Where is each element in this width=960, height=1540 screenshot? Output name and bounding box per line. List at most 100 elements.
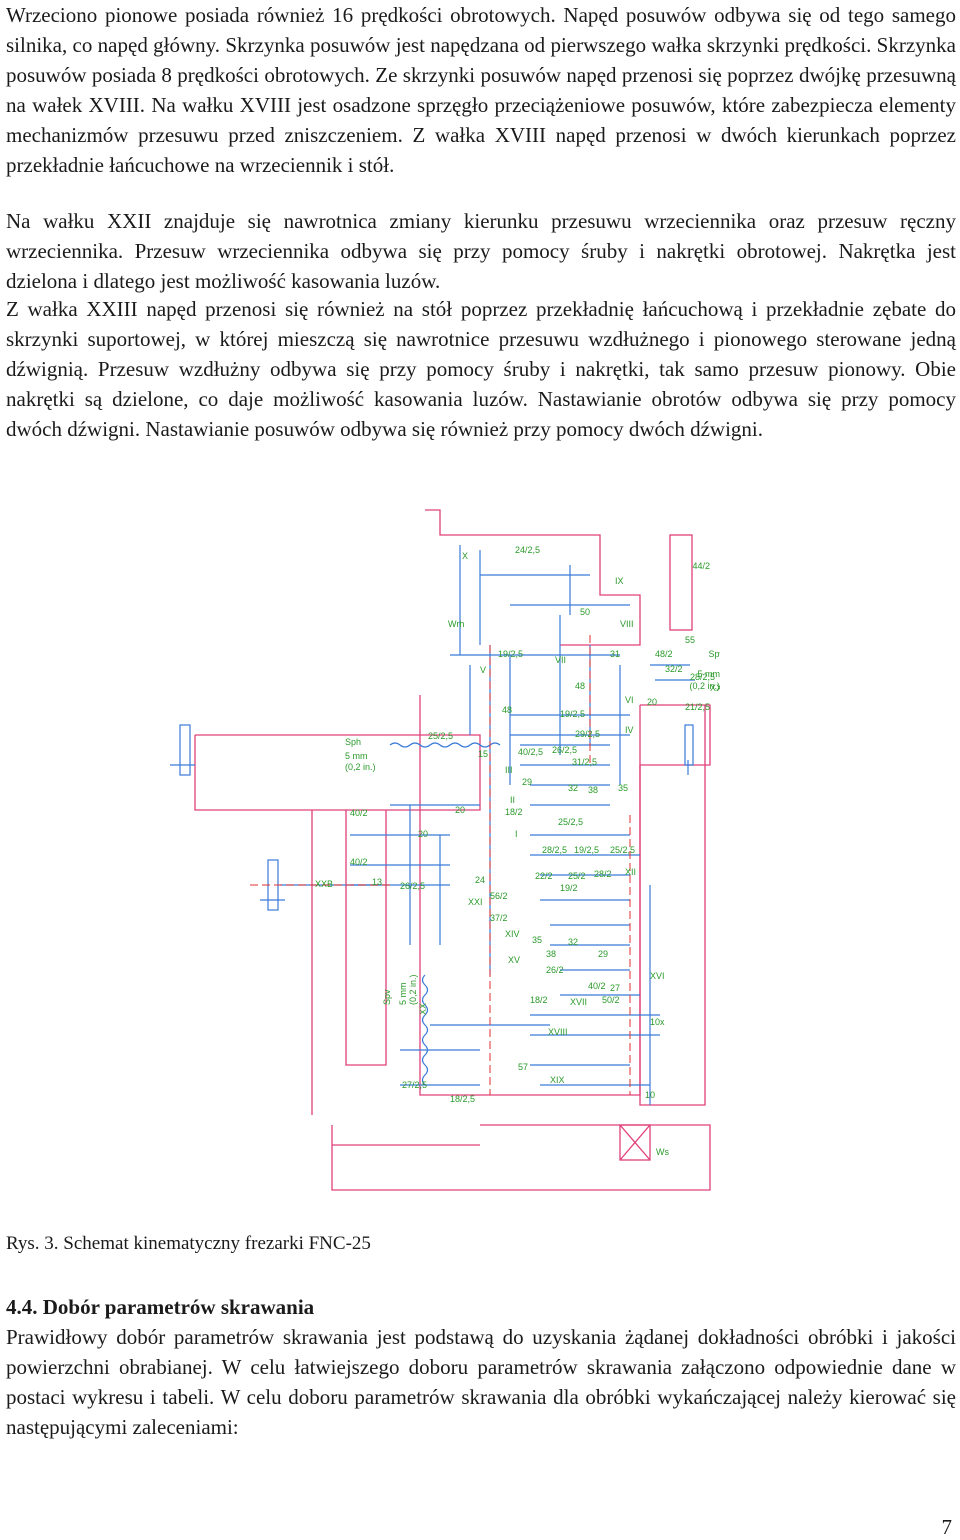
- label-20b: 20: [455, 805, 465, 815]
- label-25-2: 25/2: [568, 871, 586, 881]
- label-xix: XIX: [550, 1075, 565, 1085]
- label-xxii: XXII: [710, 683, 720, 693]
- label-31-25: 31/2,5: [572, 757, 597, 767]
- label-25-25c: 25/2,5: [610, 845, 635, 855]
- label-25-25b: 25/2,5: [558, 817, 583, 827]
- label-xvii: XVII: [570, 997, 587, 1007]
- hand-cranks: [170, 724, 694, 911]
- label-48a: 48: [575, 681, 585, 691]
- label-32: 32: [568, 783, 578, 793]
- label-ix: IX: [615, 576, 624, 586]
- label-57: 57: [518, 1062, 528, 1072]
- label-40-2b: 40/2: [350, 808, 368, 818]
- label-xvi: XVI: [650, 971, 665, 981]
- label-20c: 20: [418, 829, 428, 839]
- label-29-25: 29/2,5: [575, 729, 600, 739]
- page-number: 7: [941, 1515, 953, 1539]
- label-xxb: XXB: [315, 879, 333, 889]
- label-xxi: XXI: [468, 897, 483, 907]
- label-29: 29: [522, 777, 532, 787]
- label-spw: Spw: [708, 649, 720, 659]
- label-37-2: 37/2: [490, 913, 508, 923]
- label-50-2: 50/2: [602, 995, 620, 1005]
- label-24-25: 24/2,5: [515, 545, 540, 555]
- label-26-25a: 26/2,5: [552, 745, 577, 755]
- paragraph-cutting-parameters: Prawidłowy dobór parametrów skrawania je…: [6, 1325, 956, 1439]
- label-iv: IV: [625, 725, 634, 735]
- label-xviii: XVIII: [548, 1027, 568, 1037]
- label-v: V: [480, 665, 486, 675]
- label-i: I: [515, 829, 518, 839]
- label-xii: XII: [625, 867, 636, 877]
- label-vi: VI: [625, 695, 634, 705]
- label-31: 31: [610, 649, 620, 659]
- label-35b: 35: [532, 935, 542, 945]
- label-50: 50: [580, 607, 590, 617]
- section-heading: 4.4. Dobór parametrów skrawania: [6, 1295, 315, 1319]
- label-35: 35: [618, 783, 628, 793]
- label-20: 20: [647, 697, 657, 707]
- label-viii: VIII: [620, 619, 634, 629]
- label-xiv: XIV: [505, 929, 520, 939]
- label-32b: 32: [568, 937, 578, 947]
- center-lines: [250, 635, 631, 1095]
- label-iii: III: [505, 765, 513, 775]
- label-26-2: 26/2: [546, 965, 564, 975]
- label-10x: 10x: [650, 1017, 665, 1027]
- label-02in-c: (0,2 in.): [408, 974, 418, 1005]
- label-xv: XV: [508, 955, 520, 965]
- label-48-2: 48/2: [655, 649, 673, 659]
- label-56-2: 56/2: [490, 891, 508, 901]
- label-5mm-a: 5 mm: [698, 669, 721, 679]
- paragraph-shaft-xxii: Na wałku XXII znajduje się nawrotnica zm…: [6, 209, 956, 293]
- label-27: 27: [610, 983, 620, 993]
- label-18-2a: 18/2: [505, 807, 523, 817]
- label-02in-a: (0,2 in.): [689, 681, 720, 691]
- label-40-2c: 40/2: [350, 857, 368, 867]
- label-18-2b: 18/2: [530, 995, 548, 1005]
- label-40-2a: 40/2: [588, 981, 606, 991]
- label-38: 38: [588, 785, 598, 795]
- label-48b: 48: [502, 705, 512, 715]
- label-19-2: 19/2: [560, 883, 578, 893]
- label-5mm-c: 5 mm: [398, 983, 408, 1006]
- label-29b: 29: [598, 949, 608, 959]
- label-22-2: 22/2: [535, 871, 553, 881]
- label-28-2: 28/2: [594, 869, 612, 879]
- label-15: 15: [478, 749, 488, 759]
- kinematic-diagram: X 24/2,5 44/2 IX 50 Wrh VIII 55 19/2,5 3…: [150, 505, 727, 1195]
- label-13: 13: [372, 877, 382, 887]
- label-19-25a: 19/2,5: [498, 649, 523, 659]
- label-ws: Ws: [656, 1147, 669, 1157]
- label-21-25: 21/2,5: [685, 702, 710, 712]
- paragraph-shaft-xxiii: Z wałka XXIII napęd przenosi się również…: [6, 297, 956, 441]
- label-10: 10: [645, 1090, 655, 1100]
- shaft-system: [280, 545, 695, 1105]
- diagram-labels: X 24/2,5 44/2 IX 50 Wrh VIII 55 19/2,5 3…: [315, 545, 727, 1157]
- figure-caption: Rys. 3. Schemat kinematyczny frezarki FN…: [6, 1233, 371, 1254]
- label-28-25: 28/2,5: [690, 672, 715, 682]
- label-28-25b: 28/2,5: [542, 845, 567, 855]
- label-x: X: [462, 551, 468, 561]
- label-18-25: 18/2,5: [450, 1094, 475, 1104]
- label-5mm-b: 5 mm: [345, 751, 368, 761]
- label-spv: Spv: [382, 989, 392, 1005]
- label-32-2: 32/2: [665, 664, 683, 674]
- label-55: 55: [685, 635, 695, 645]
- label-25-25: 25/2,5: [428, 731, 453, 741]
- label-vii: VII: [555, 655, 566, 665]
- label-24: 24: [475, 875, 485, 885]
- label-02in-b: (0,2 in.): [345, 762, 376, 772]
- label-19-25b: 19/2,5: [560, 709, 585, 719]
- kinematic-diagram-svg: X 24/2,5 44/2 IX 50 Wrh VIII 55 19/2,5 3…: [170, 509, 727, 1191]
- label-38b: 38: [546, 949, 556, 959]
- label-19-25c: 19/2,5: [574, 845, 599, 855]
- label-sph: Sph: [345, 737, 361, 747]
- label-xx: XX: [418, 1003, 428, 1015]
- paragraph-drive-description: Wrzeciono pionowe posiada również 16 prę…: [6, 3, 956, 177]
- machine-frame: [194, 509, 711, 1191]
- label-wrh: Wrh: [448, 619, 464, 629]
- label-ii: II: [510, 795, 515, 805]
- label-40-25: 40/2,5: [518, 747, 543, 757]
- label-26-25b: 26/2,5: [400, 881, 425, 891]
